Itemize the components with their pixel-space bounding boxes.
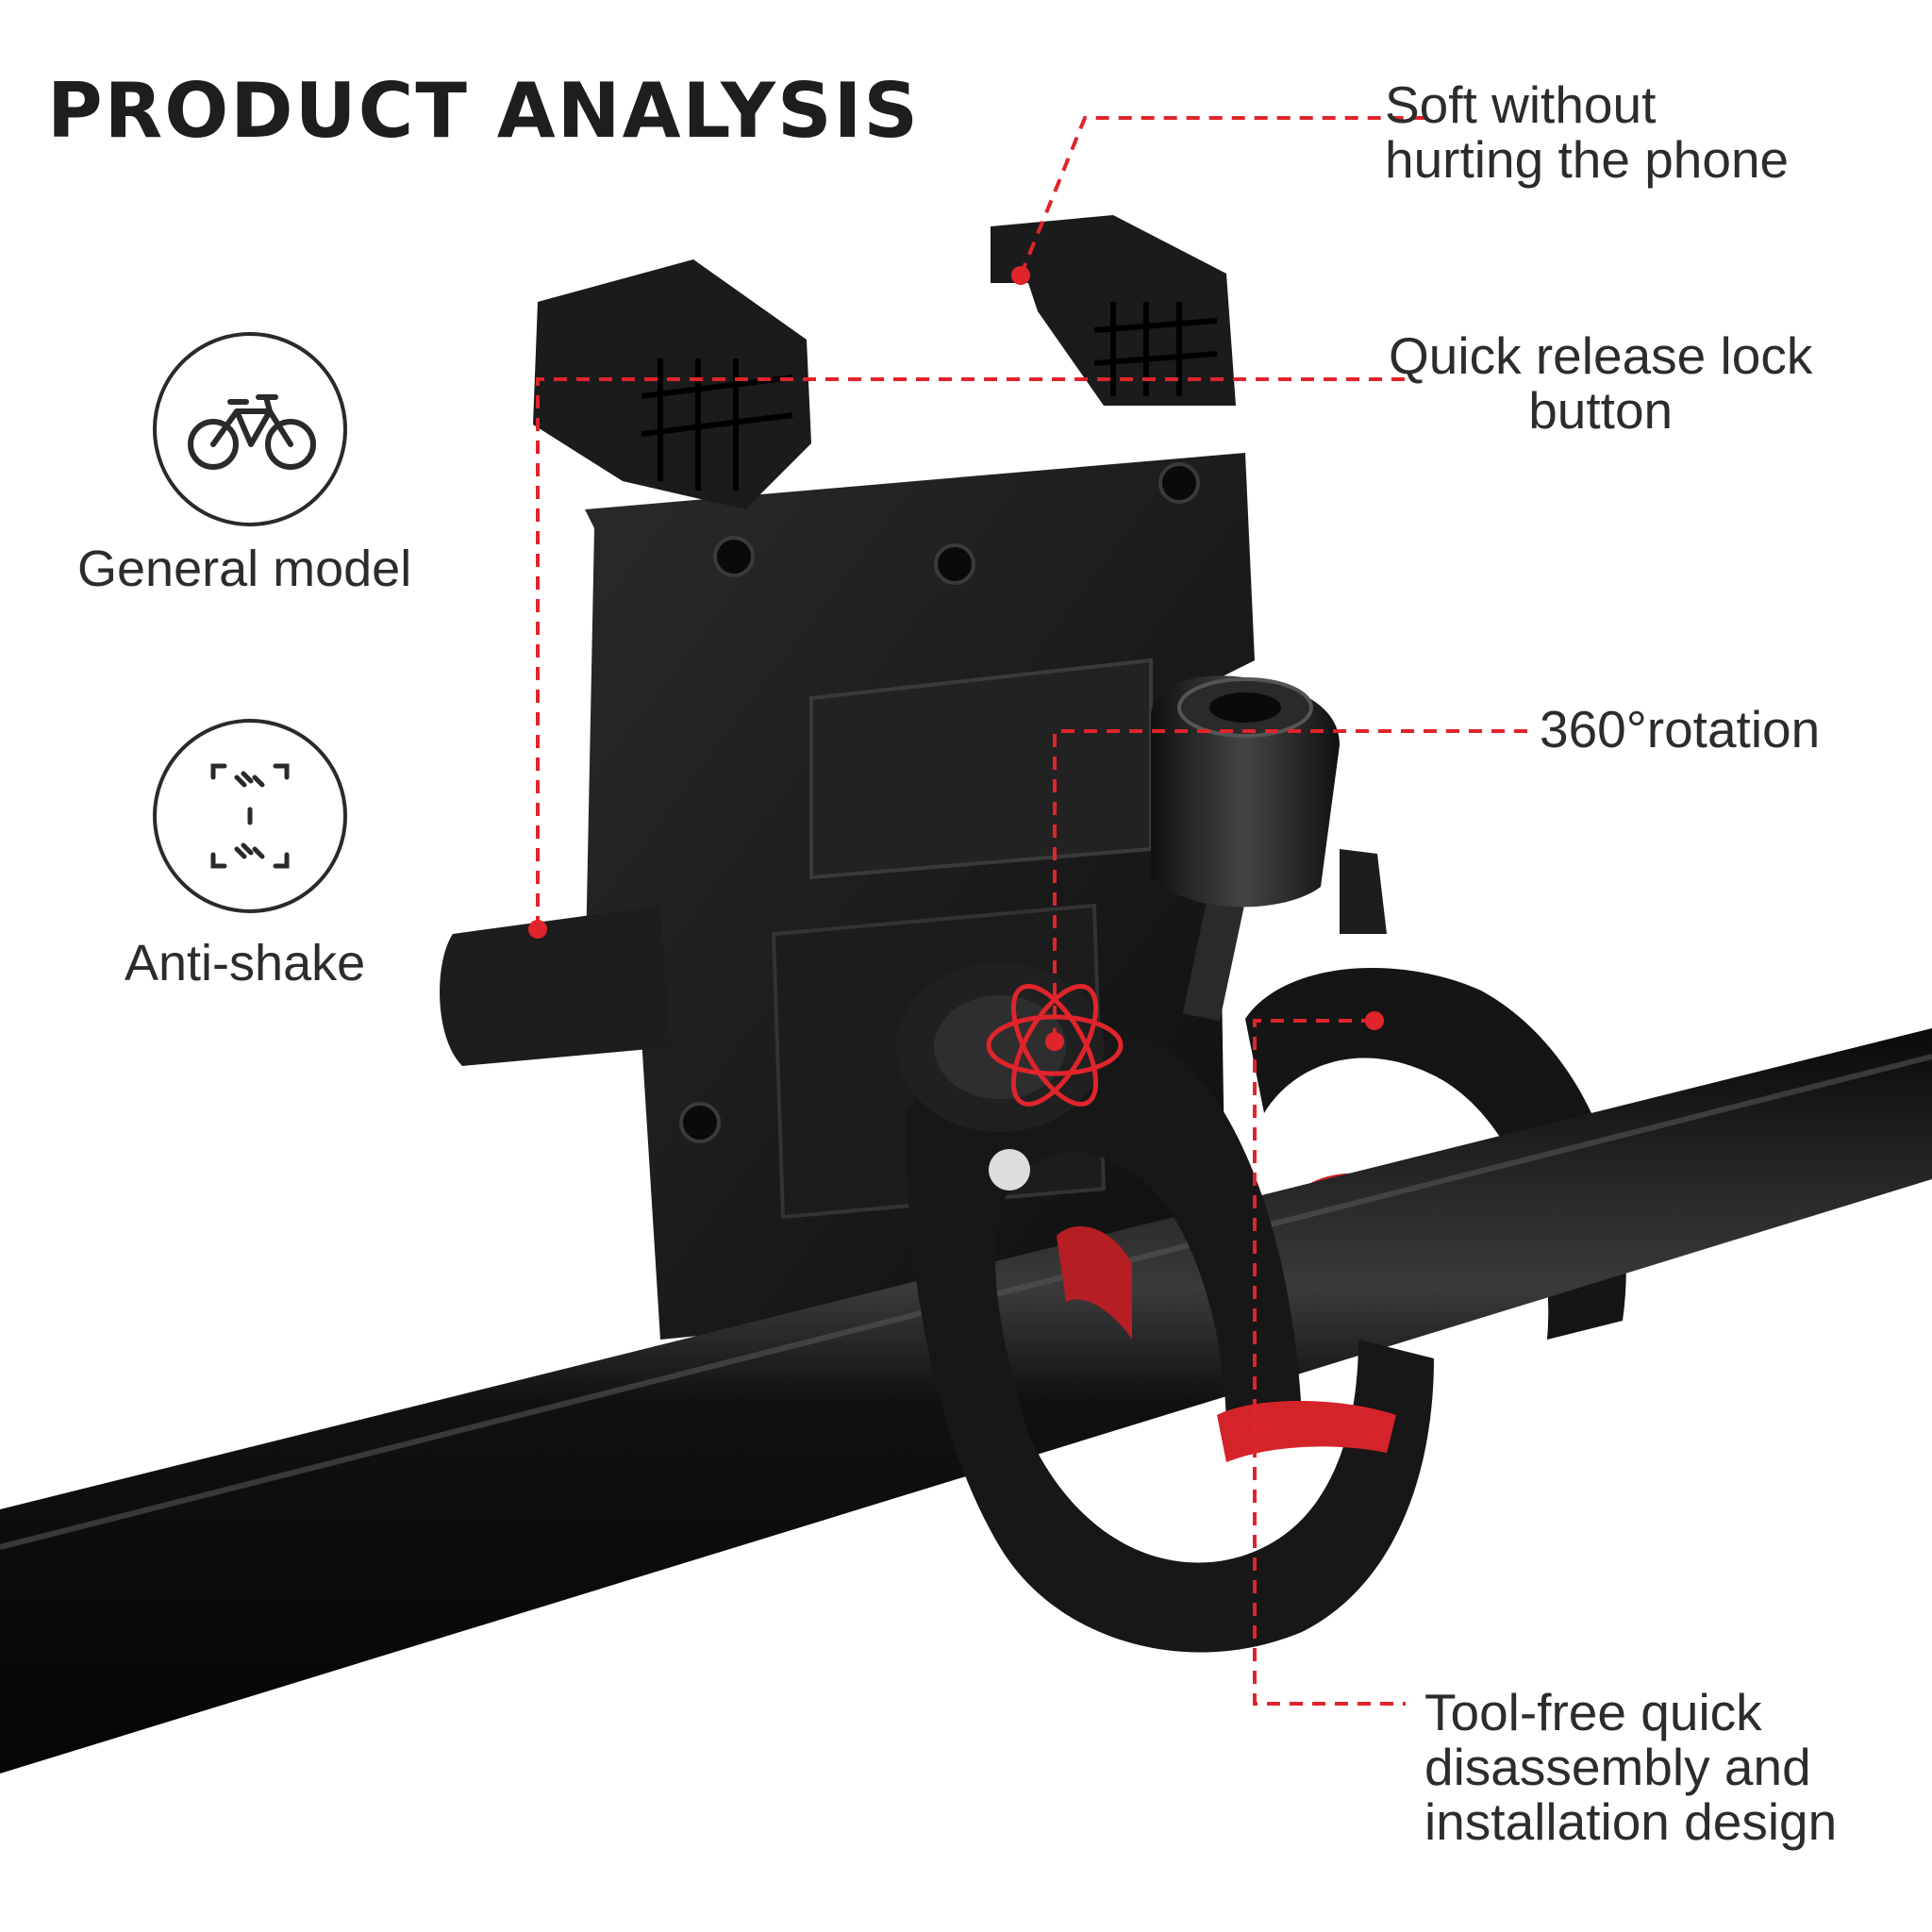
bicycle-icon: [188, 394, 316, 470]
callout-dots: [528, 266, 1384, 1051]
general-model-label: General model: [77, 541, 412, 597]
anti-shake-badge: [153, 719, 347, 913]
callout-text: disassembly and: [1424, 1738, 1811, 1796]
callout-tool-free: Tool-free quick disassembly and installa…: [1424, 1685, 1837, 1849]
callout-text: Tool-free quick: [1424, 1683, 1762, 1741]
anti-shake-icon: [210, 763, 290, 869]
callout-text: hurting the phone: [1385, 130, 1790, 189]
callout-text: Soft without: [1385, 75, 1657, 134]
callout-text: installation design: [1424, 1792, 1838, 1851]
front-clamp: [906, 1026, 1434, 1653]
callout-text: Quick release lock: [1389, 326, 1813, 385]
callout-text: button: [1528, 381, 1674, 440]
callout-soft-grip: Soft without hurting the phone: [1385, 77, 1789, 187]
anti-shake-label: Anti-shake: [125, 935, 366, 991]
callout-quick-release: Quick release lock button: [1389, 328, 1812, 438]
callout-rotation: 360°rotation: [1540, 700, 1821, 758]
general-model-badge: [153, 332, 347, 526]
callout-lines: [536, 116, 1528, 1706]
page-title: PRODUCT ANALYSIS: [47, 67, 920, 155]
